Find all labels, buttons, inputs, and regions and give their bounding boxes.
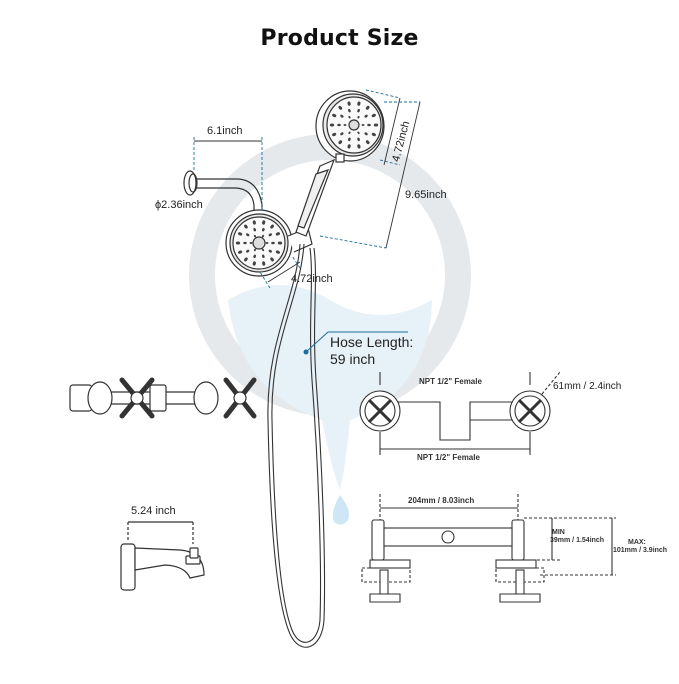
nozzle	[262, 261, 266, 266]
shower-arm	[183, 170, 263, 214]
nozzle	[348, 108, 351, 113]
nozzle	[261, 227, 265, 232]
spout-length-label: 5.24 inch	[131, 505, 176, 517]
nozzle	[348, 131, 351, 135]
nozzle	[329, 123, 335, 127]
center-distance-label: 204mm / 8.03inch	[408, 496, 475, 505]
nozzle	[357, 101, 361, 106]
nozzle	[357, 108, 360, 113]
nozzle	[238, 232, 243, 236]
nozzle	[337, 123, 341, 127]
flange-diameter-label: ϕ2.36inch	[155, 199, 203, 211]
min-label: MIN	[552, 529, 565, 536]
valve-dimension-drawing	[359, 371, 561, 455]
valve-body	[69, 377, 257, 419]
nozzle	[364, 132, 368, 136]
max-label: MAX:	[628, 539, 646, 546]
hose-length-label: Hose Length:	[330, 334, 414, 350]
nozzle	[243, 241, 247, 245]
nozzle	[343, 124, 347, 126]
nozzle	[270, 257, 274, 262]
nozzle	[338, 140, 343, 145]
dimension-lines	[193, 89, 421, 289]
nozzle	[268, 249, 272, 253]
nozzle	[268, 233, 272, 237]
nozzle	[277, 241, 283, 245]
handle-size-label: 61mm / 2.4inch	[553, 381, 622, 392]
nozzle	[371, 113, 376, 118]
nozzle	[340, 132, 344, 136]
nozzle	[361, 124, 365, 126]
nozzle	[364, 114, 368, 118]
nozzle	[357, 137, 360, 142]
nozzle	[271, 241, 275, 245]
nozzle	[246, 249, 250, 253]
nozzle	[365, 140, 370, 145]
nozzle	[371, 132, 376, 137]
nozzle	[338, 105, 343, 110]
valve-section-drawing	[361, 494, 616, 603]
nozzle	[265, 242, 269, 244]
nozzle	[332, 132, 337, 137]
fixed-shower-head	[225, 209, 313, 277]
nozzle	[253, 234, 257, 238]
nozzle	[246, 233, 250, 237]
fixed-head-diameter-label: 4.72inch	[291, 273, 333, 285]
nozzle	[253, 248, 257, 252]
nozzle	[347, 144, 351, 149]
handheld-shower	[295, 90, 385, 237]
nozzle	[261, 254, 265, 259]
nozzle	[357, 144, 361, 149]
nozzle	[261, 248, 265, 252]
nozzle	[235, 241, 241, 245]
nozzle	[270, 224, 274, 229]
nozzle	[244, 224, 248, 229]
nozzle	[249, 242, 253, 244]
nozzle	[261, 234, 265, 238]
nozzle	[262, 220, 266, 225]
nozzle	[252, 261, 256, 266]
npt-bottom-label: NPT 1/2" Female	[417, 453, 480, 462]
nozzle	[238, 250, 243, 254]
hose-callout	[303, 331, 408, 355]
min-value: 39mm / 1.54inch	[550, 537, 605, 544]
nozzle	[253, 227, 257, 232]
nozzle	[367, 123, 371, 127]
hose-length-value: 59 inch	[330, 351, 376, 367]
nozzle	[347, 101, 351, 106]
handheld-length-label: 9.65inch	[405, 189, 447, 201]
arm-length-label: 6.1inch	[207, 125, 243, 137]
nozzle	[340, 114, 344, 118]
max-value: 101mm / 3.9inch	[613, 547, 668, 554]
nozzle	[253, 254, 257, 259]
nozzle	[244, 257, 248, 262]
nozzle	[348, 115, 351, 119]
npt-top-label: NPT 1/2" Female	[419, 377, 482, 386]
nozzle	[252, 220, 256, 225]
nozzle	[357, 115, 360, 119]
nozzle	[275, 232, 280, 236]
tub-spout	[120, 521, 205, 591]
shower-hose	[267, 243, 326, 648]
nozzle	[373, 123, 379, 127]
nozzle	[275, 250, 280, 254]
nozzle	[357, 131, 360, 135]
nozzle	[365, 105, 370, 110]
nozzle	[332, 113, 337, 118]
page-title: Product Size	[260, 26, 419, 51]
nozzle	[348, 137, 351, 142]
